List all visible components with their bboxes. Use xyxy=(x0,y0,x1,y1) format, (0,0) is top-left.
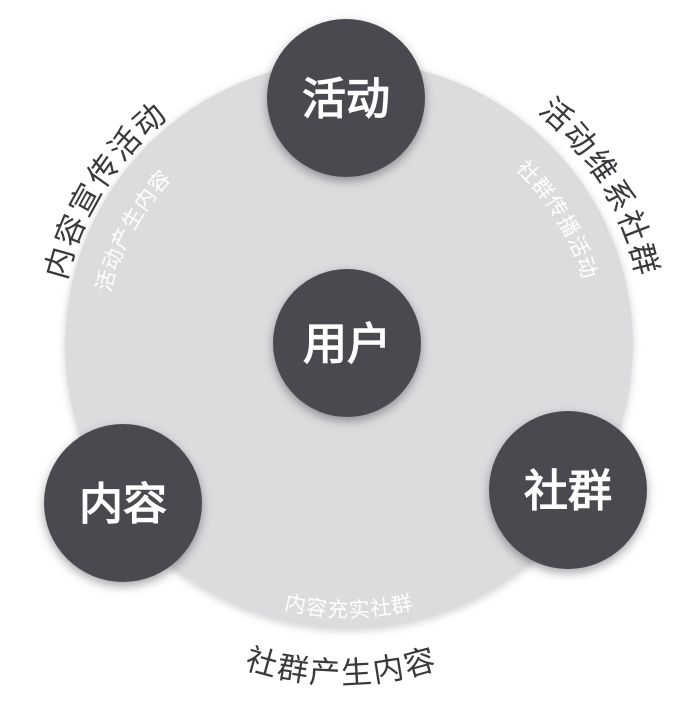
node-right: 社群 xyxy=(489,411,647,569)
node-top: 活动 xyxy=(267,19,425,177)
node-right-circle xyxy=(489,411,647,569)
node-right-label: 社群 xyxy=(524,466,612,517)
node-center-circle xyxy=(273,269,421,417)
outer-label-bottom: 社群产生内容 xyxy=(242,641,441,692)
node-left-circle xyxy=(44,424,202,582)
node-top-label: 活动 xyxy=(302,74,390,125)
node-center-label: 用户 xyxy=(303,319,391,370)
outer-label-bottom-text: 社群产生内容 xyxy=(242,641,439,692)
node-top-circle xyxy=(267,19,425,177)
node-center: 用户 xyxy=(273,269,421,417)
node-left: 内容 xyxy=(44,424,202,582)
node-left-label: 内容 xyxy=(79,479,167,530)
